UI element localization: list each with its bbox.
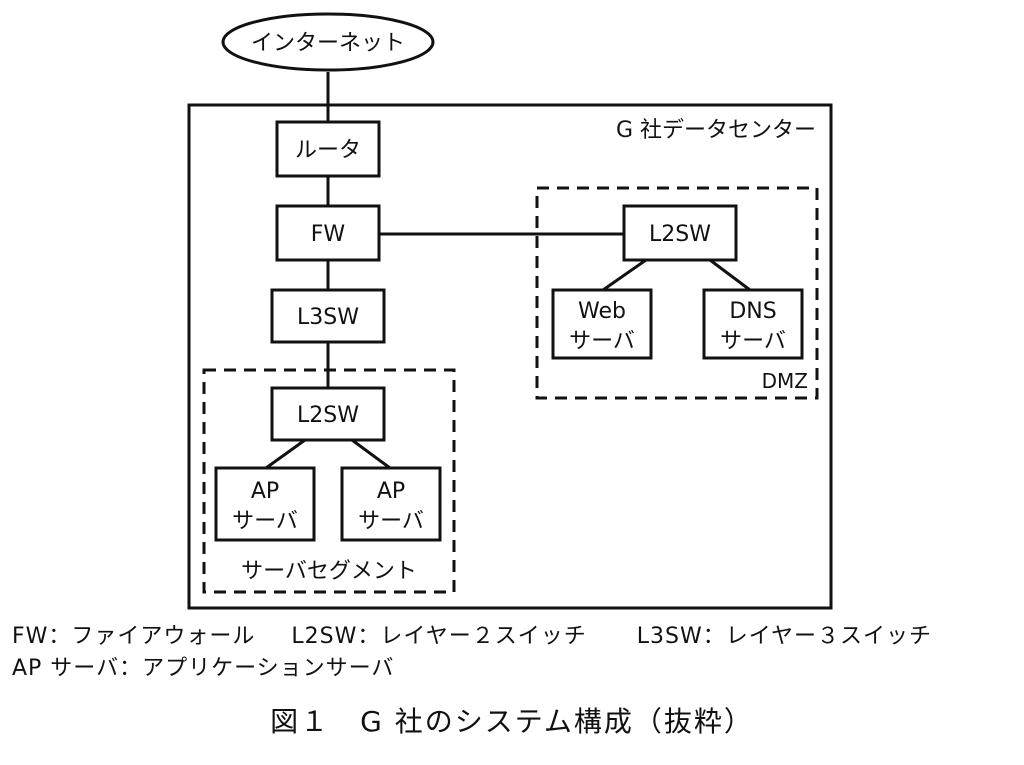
legend-line-2: AP サーバ：アプリケーションサーバ — [12, 650, 394, 682]
datacenter-label: G 社データセンター — [616, 118, 816, 143]
l2sw-internal-label: L2SW — [297, 403, 359, 428]
legend-l2sw: L2SW：レイヤー２スイッチ — [291, 624, 587, 649]
l2sw-dmz-label: L2SW — [649, 222, 711, 247]
ap-server-2-line2: サーバ — [358, 509, 424, 534]
server-segment-label: サーバセグメント — [241, 559, 417, 584]
ap-server-1-line2: サーバ — [232, 509, 298, 534]
fw-box — [275, 204, 381, 262]
router-box — [275, 120, 381, 178]
legend-fw: FW：ファイアウォール — [12, 624, 256, 649]
ap-server-2-box — [340, 466, 442, 542]
web-server-box — [551, 288, 653, 360]
dns-server-line1: DNS — [729, 299, 776, 324]
fw-label: FW — [311, 222, 346, 247]
figure-caption: 図１ G 社のシステム構成（抜粋） — [270, 705, 754, 738]
router-label: ルータ — [295, 138, 361, 163]
dns-server-line2: サーバ — [720, 329, 786, 354]
l2sw-dmz-box — [622, 204, 738, 262]
datacenter-boundary — [187, 103, 833, 610]
link-l2sw-ap2 — [351, 438, 391, 470]
link-l2sw-web — [602, 258, 647, 292]
internet-label: インターネット — [251, 31, 405, 56]
ap-server-2-line1: AP — [377, 479, 405, 504]
internet-node — [221, 12, 435, 72]
dns-server-box — [702, 288, 804, 360]
legend-ap: AP サーバ：アプリケーションサーバ — [12, 656, 395, 681]
legend-line-1: FW：ファイアウォール L2SW：レイヤー２スイッチ L3SW：レイヤー３スイッチ — [12, 618, 1012, 650]
server-segment — [202, 368, 456, 594]
ap-server-1-line1: AP — [251, 479, 279, 504]
ap-server-1-box — [214, 466, 316, 542]
dmz-segment — [535, 186, 819, 400]
link-l2sw-ap1 — [265, 438, 306, 470]
l3sw-label: L3SW — [297, 305, 359, 330]
link-l2sw-dns — [709, 258, 751, 292]
l2sw-internal-box — [270, 386, 386, 442]
dmz-label: DMZ — [762, 369, 808, 393]
web-server-line2: サーバ — [569, 329, 635, 354]
l3sw-box — [270, 288, 386, 344]
legend-l3sw: L3SW：レイヤー３スイッチ — [636, 624, 933, 649]
web-server-line1: Web — [578, 299, 626, 324]
